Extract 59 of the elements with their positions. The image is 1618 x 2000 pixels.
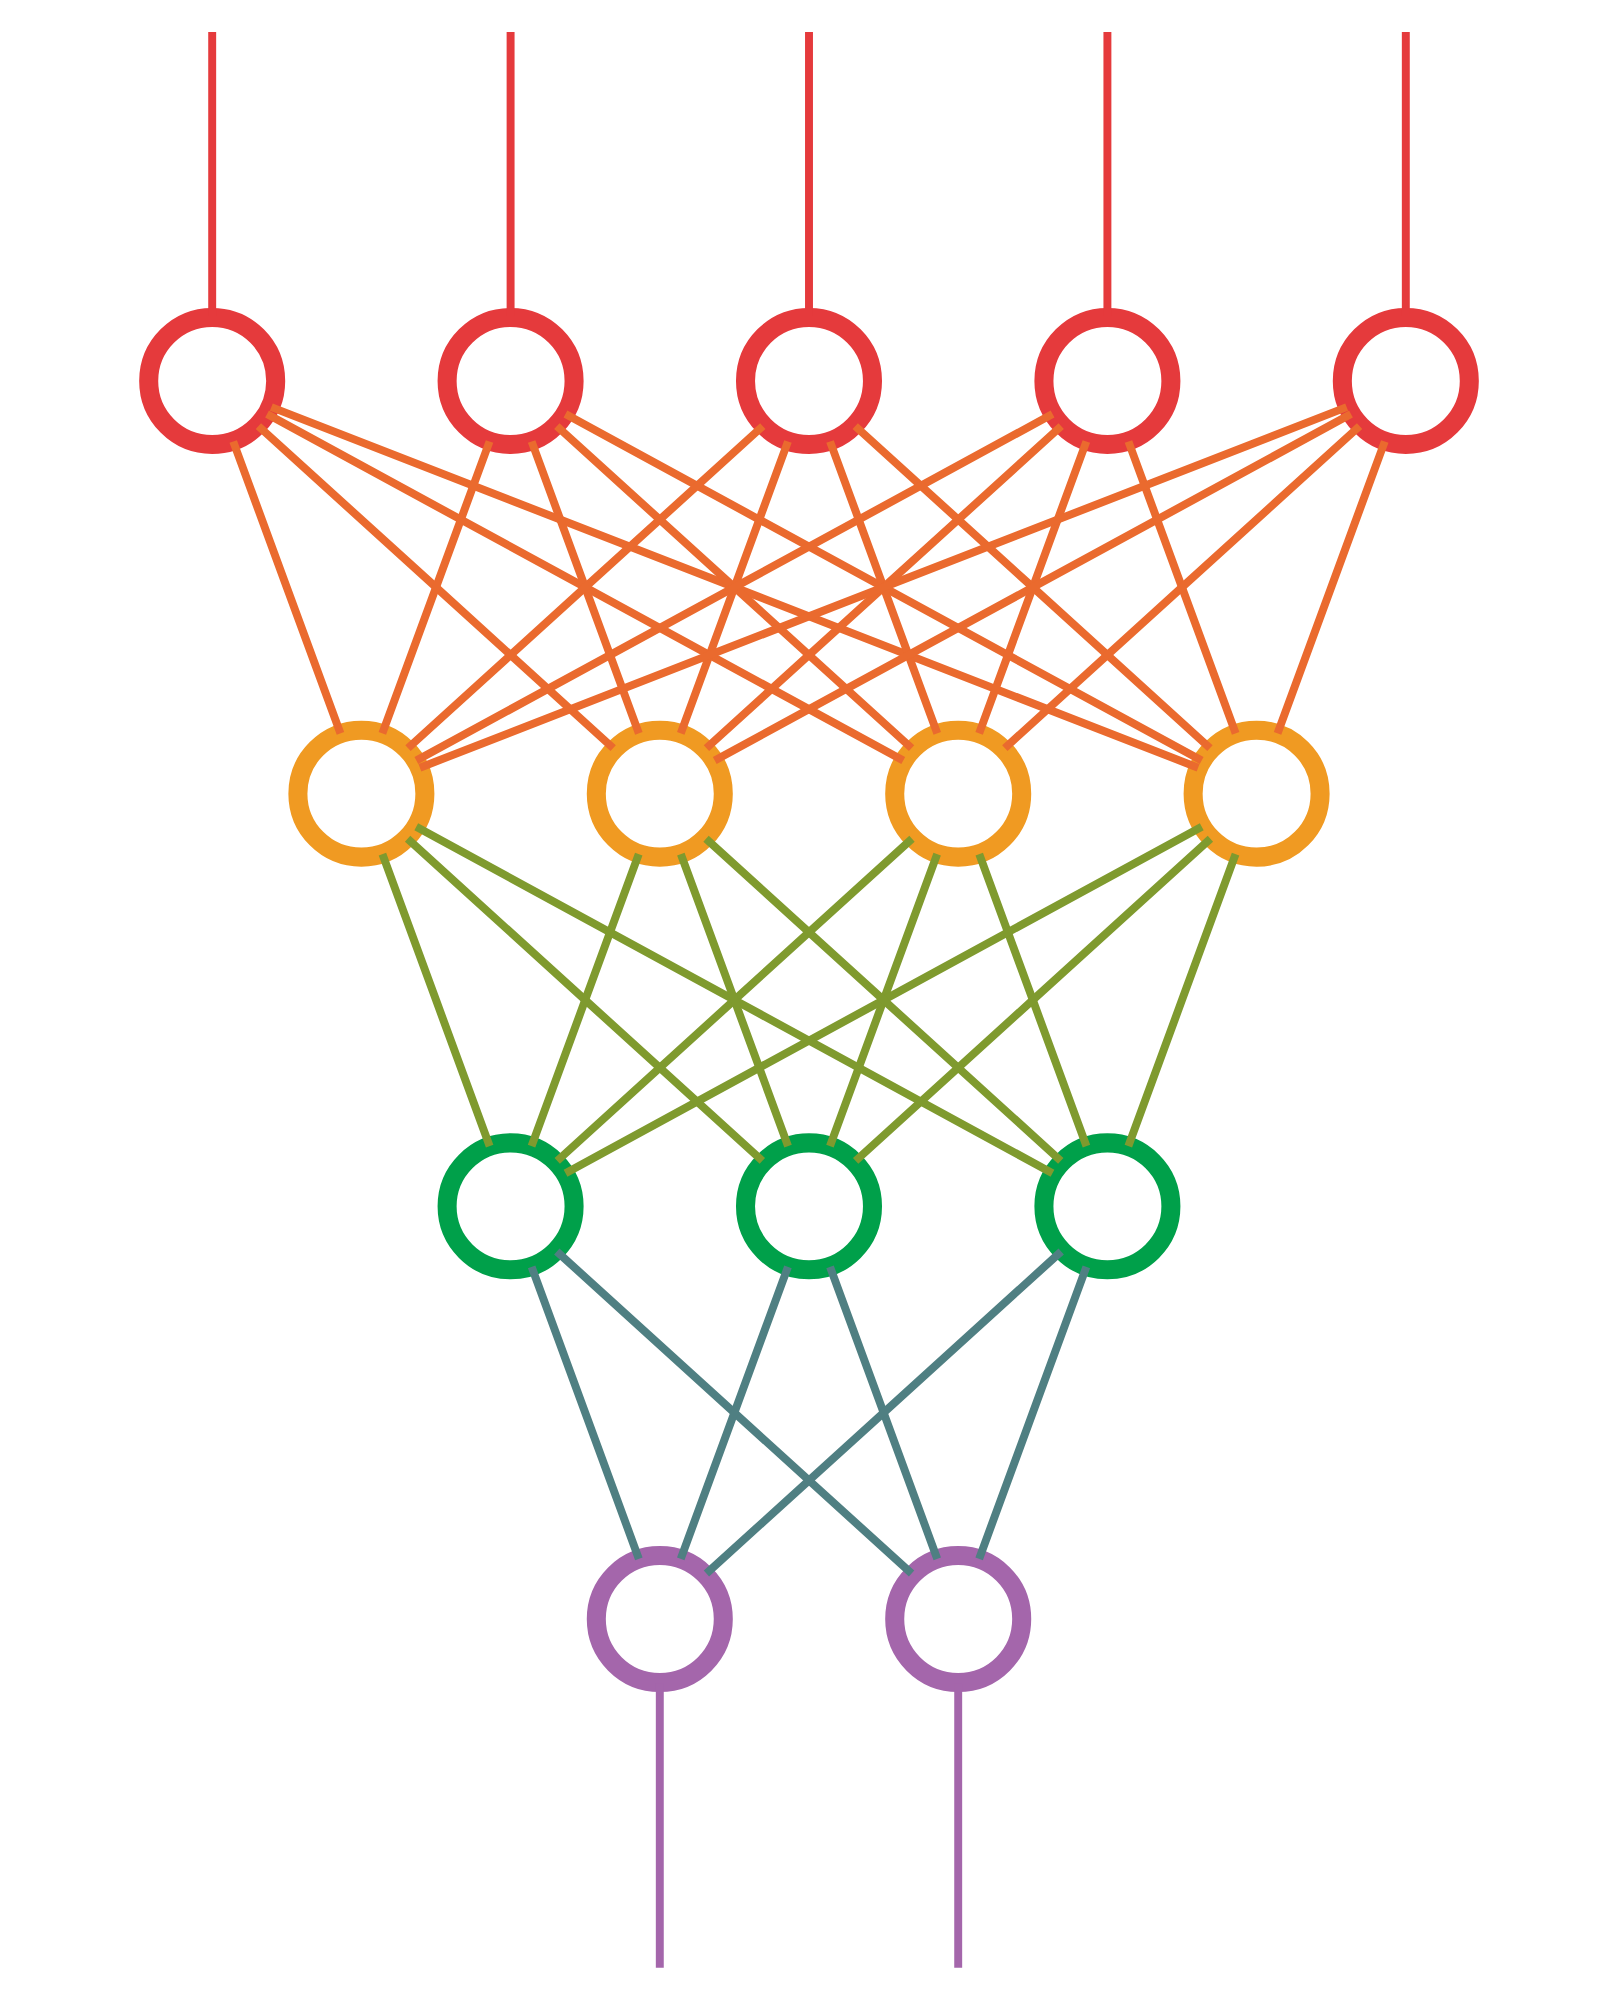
node-circle: [885, 720, 1032, 867]
connector: [506, 32, 515, 317]
connector: [414, 823, 1055, 1177]
connector: [265, 410, 906, 765]
node-circle: [885, 1546, 1032, 1693]
node-circle: [139, 307, 286, 454]
connector: [805, 32, 813, 317]
connector: [378, 440, 494, 735]
node-circle: [1183, 720, 1330, 867]
connector: [703, 423, 1064, 752]
connector: [563, 823, 1204, 1177]
connector: [677, 852, 792, 1148]
node-circle: [586, 1546, 733, 1693]
connector: [563, 410, 1204, 765]
connector: [418, 403, 1349, 772]
connector: [404, 835, 766, 1164]
connector: [1124, 852, 1240, 1148]
connector: [703, 1248, 1064, 1577]
node-circle: [736, 1133, 882, 1280]
connector: [414, 410, 1055, 765]
connector: [1103, 32, 1112, 317]
node-circle: [1034, 1133, 1181, 1280]
connector: [1124, 440, 1240, 735]
connector: [826, 852, 941, 1148]
connector: [1273, 440, 1389, 735]
connector: [255, 423, 616, 752]
connector: [378, 852, 494, 1148]
connector: [826, 440, 941, 735]
connector: [554, 423, 915, 752]
connector: [527, 852, 643, 1148]
connector: [208, 32, 217, 317]
connector: [975, 852, 1091, 1148]
connector: [229, 440, 345, 735]
connector: [677, 1265, 792, 1561]
connector: [269, 403, 1200, 772]
node-circle: [437, 1133, 584, 1280]
node-circle: [1034, 307, 1181, 454]
connector: [954, 1683, 963, 1968]
connector: [554, 1248, 915, 1577]
connector: [554, 835, 915, 1164]
connector: [852, 835, 1214, 1164]
connector: [703, 835, 1064, 1164]
node-circle: [437, 307, 584, 454]
node-circle: [736, 307, 882, 454]
connector: [527, 440, 643, 735]
connector: [975, 440, 1091, 735]
connector: [655, 1683, 664, 1968]
connector: [405, 423, 766, 752]
node-circle: [586, 720, 733, 867]
connector: [1002, 423, 1363, 752]
connector: [852, 423, 1213, 752]
node-circle: [288, 720, 435, 867]
connector: [677, 440, 792, 735]
connector: [527, 1265, 643, 1561]
connector: [1401, 32, 1410, 317]
connector: [826, 1265, 941, 1561]
connector: [975, 1265, 1091, 1561]
node-circle: [1332, 307, 1479, 454]
connector: [712, 410, 1353, 765]
